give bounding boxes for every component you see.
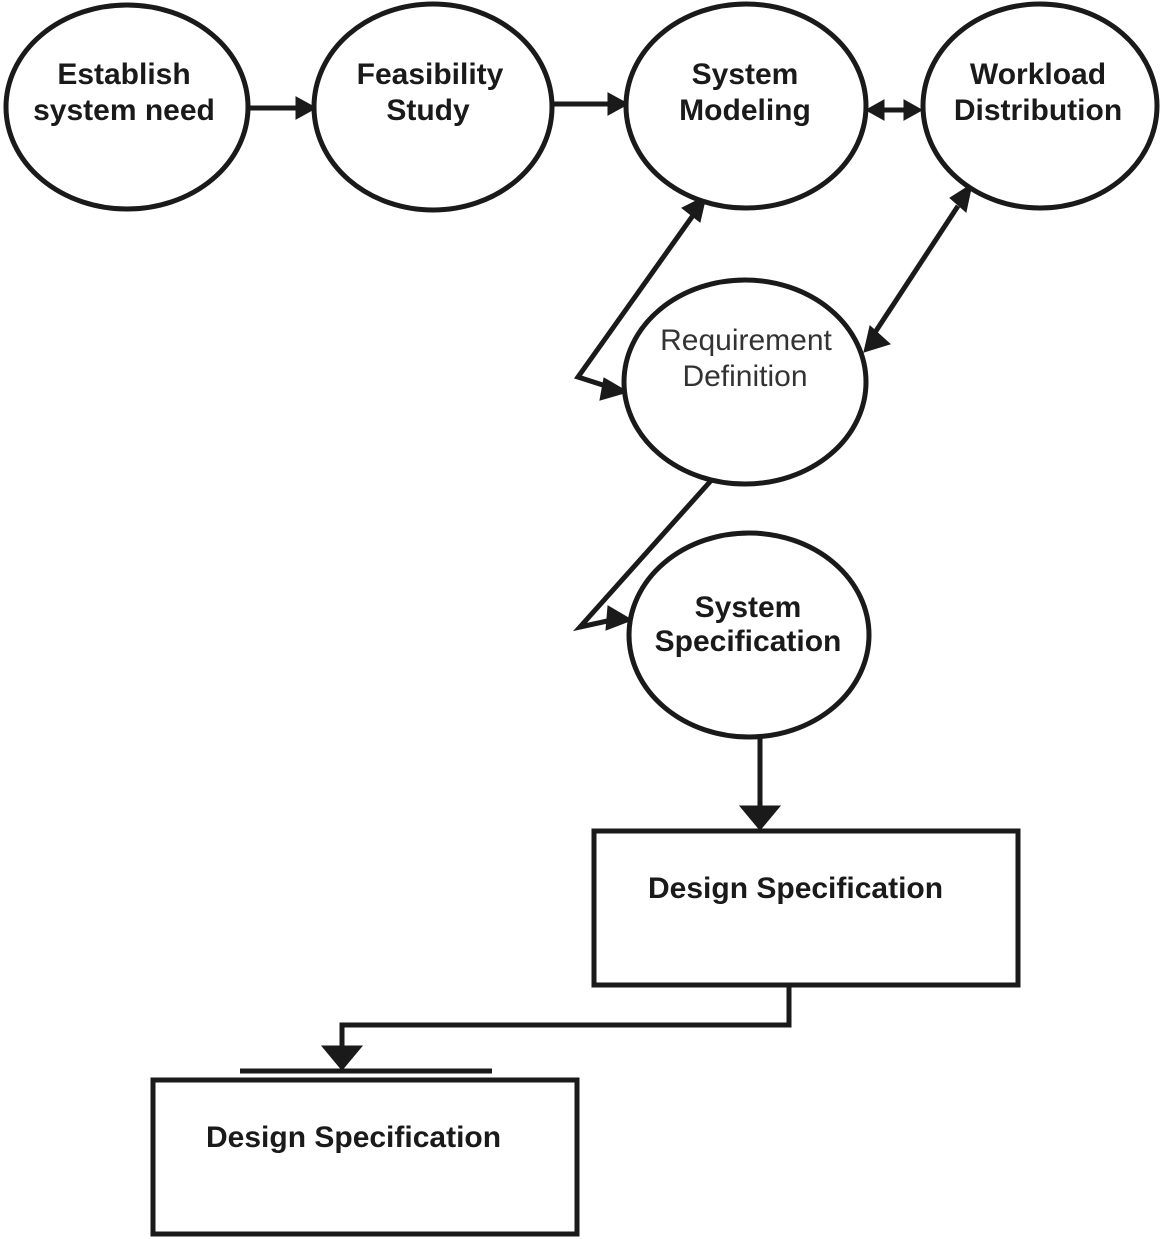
arrowhead-requirement-right <box>863 325 891 353</box>
box-design-specification-1: Design Specification <box>591 828 1021 988</box>
node-requirement-line1: Requirement <box>660 324 832 357</box>
arrowhead-workload-left <box>903 99 924 121</box>
edge-requirement-specification <box>572 473 718 632</box>
node-modeling-line2: Modeling <box>679 94 811 127</box>
node-specification-line1: System <box>695 591 802 624</box>
node-workload-line2: Distribution <box>954 94 1122 127</box>
node-modeling-line1: System <box>692 58 799 91</box>
edge-workload-requirement <box>871 204 961 336</box>
node-establish-line1: Establish <box>57 58 190 91</box>
edge-requirement-modeling <box>573 212 697 391</box>
box-design-specification-2: Design Specification <box>150 1068 580 1237</box>
arrowhead-modeling-left <box>864 99 885 121</box>
node-specification-line2: Specification <box>655 625 842 658</box>
node-feasibility-study: Feasibility Study <box>311 1 555 213</box>
node-system-specification: System Specification <box>626 530 872 740</box>
node-feasibility-line2: Study <box>386 94 470 127</box>
node-establish-system-need: Establish system need <box>3 2 251 212</box>
node-workload-line1: Workload <box>970 58 1106 91</box>
arrowhead-workload-up <box>949 182 973 213</box>
arrowhead-requirement-in <box>599 377 630 401</box>
arrowhead-feasibility <box>295 96 318 120</box>
arrowhead-design2 <box>320 1045 364 1071</box>
arrowhead-design1 <box>738 805 782 831</box>
node-feasibility-line1: Feasibility <box>357 58 504 91</box>
edge-design1-design2 <box>339 986 792 1048</box>
node-workload-distribution: Workload Distribution <box>920 1 1160 211</box>
node-establish-line2: system need <box>33 94 215 127</box>
node-system-modeling: System Modeling <box>623 1 869 211</box>
box-design1-label: Design Specification <box>648 872 943 905</box>
box-design2-label: Design Specification <box>206 1121 501 1154</box>
node-requirement-definition: Requirement Definition <box>621 277 869 487</box>
arrowhead-modeling <box>607 92 630 116</box>
arrowhead-specification <box>605 605 634 631</box>
node-requirement-line2: Definition <box>682 360 807 393</box>
